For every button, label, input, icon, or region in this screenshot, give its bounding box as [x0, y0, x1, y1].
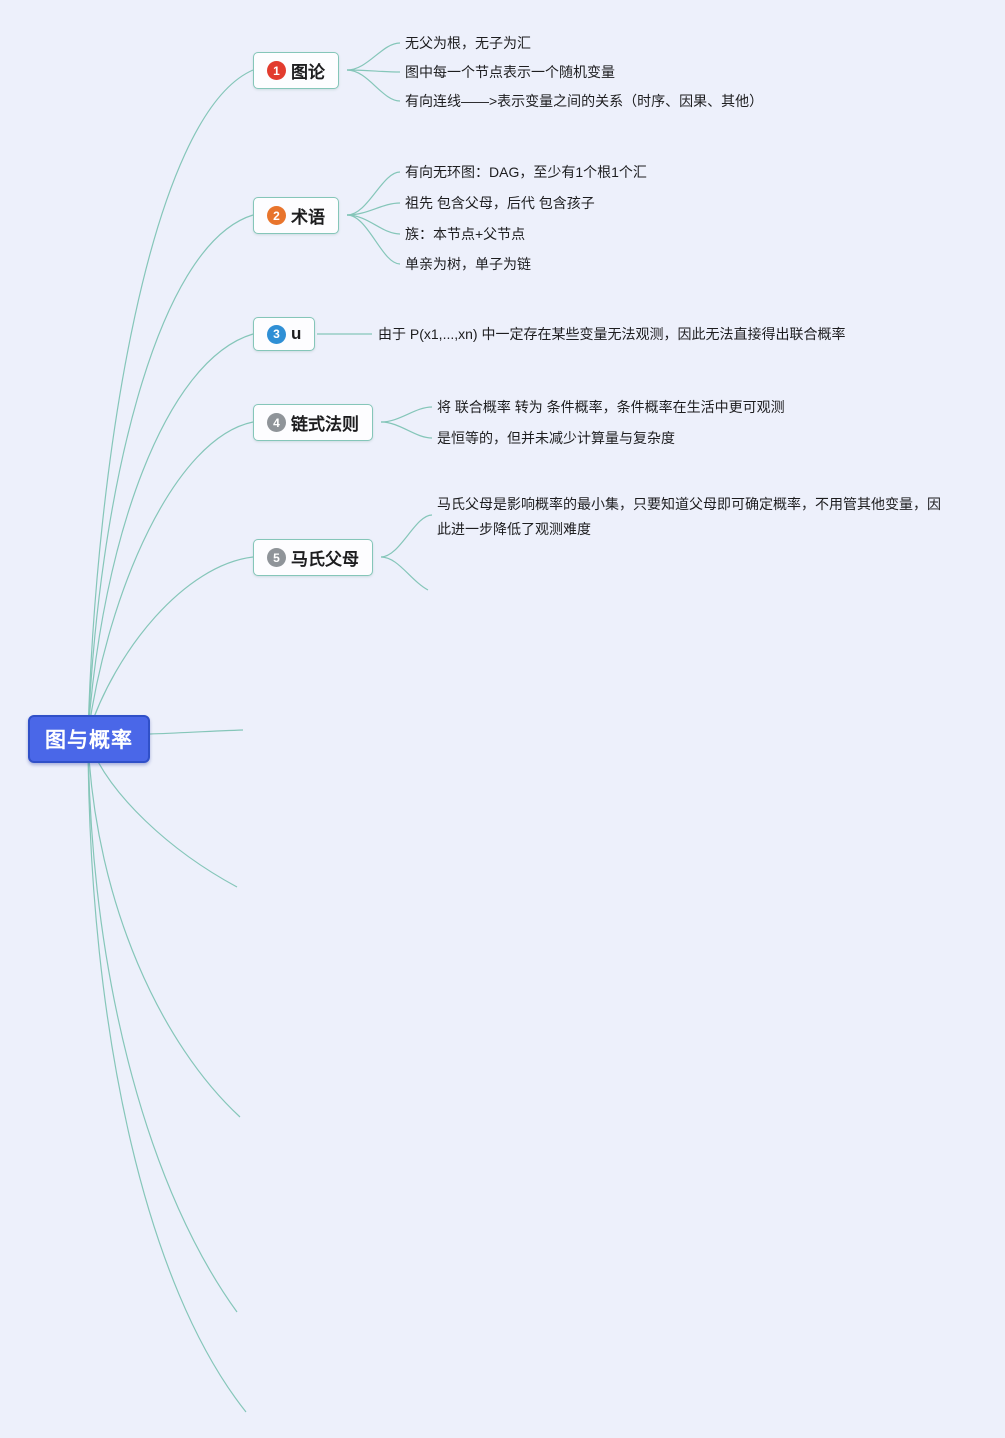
badge-4-icon: 4	[267, 413, 286, 432]
leaf-node[interactable]: 将 联合概率 转为 条件概率，条件概率在生活中更可观测	[437, 399, 785, 415]
root-node[interactable]: 图与概率	[28, 715, 150, 763]
leaf-node[interactable]: 有向连线——>表示变量之间的关系（时序、因果、其他）	[405, 93, 764, 109]
branch-node-markov-parents[interactable]: 5 马氏父母	[253, 539, 373, 576]
leaf-node[interactable]: 族：本节点+父节点	[405, 226, 526, 242]
branch-label: 链式法则	[291, 415, 359, 434]
branch-node-terminology[interactable]: 2 术语	[253, 197, 339, 234]
leaf-node[interactable]: 马氏父母是影响概率的最小集，只要知道父母即可确定概率，不用管其他变量，因此进一步…	[437, 496, 941, 537]
leaf-node[interactable]: 由于 P(x1,...,xn) 中一定存在某些变量无法观测，因此无法直接得出联合…	[378, 326, 846, 342]
root-label: 图与概率	[45, 729, 133, 752]
badge-5-icon: 5	[267, 548, 286, 567]
branch-label: 图论	[291, 63, 325, 82]
leaf-node[interactable]: 单亲为树，单子为链	[405, 256, 531, 272]
leaf-node[interactable]: 图中每一个节点表示一个随机变量	[405, 64, 615, 80]
branch-node-chain-rule[interactable]: 4 链式法则	[253, 404, 373, 441]
badge-3-icon: 3	[267, 324, 286, 344]
badge-1-icon: 1	[267, 61, 286, 80]
leaf-node[interactable]: 祖先 包含父母，后代 包含孩子	[405, 195, 595, 211]
branch-node-u[interactable]: 3 u	[253, 317, 316, 351]
leaf-node[interactable]: 有向无环图：DAG，至少有1个根1个汇	[405, 164, 647, 180]
leaf-node[interactable]: 无父为根，无子为汇	[405, 35, 531, 51]
badge-2-icon: 2	[267, 206, 286, 225]
branch-label: 马氏父母	[291, 550, 359, 569]
leaf-node[interactable]: 是恒等的，但并未减少计算量与复杂度	[437, 430, 675, 446]
branch-label: u	[291, 324, 302, 343]
branch-node-graph-theory[interactable]: 1 图论	[253, 52, 339, 89]
branch-label: 术语	[291, 208, 325, 227]
